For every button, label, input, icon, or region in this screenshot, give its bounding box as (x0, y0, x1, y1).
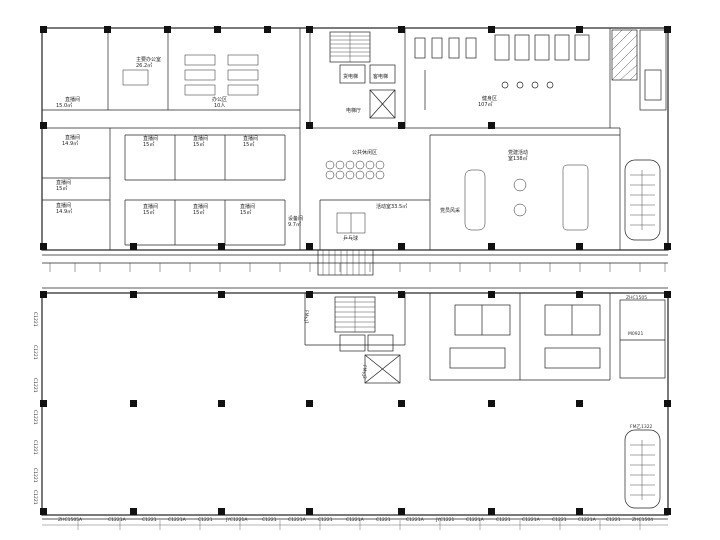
window-label: C1221 (606, 518, 621, 523)
window-label: C1221 (32, 345, 37, 360)
equipment-room-label: 设备间 (288, 216, 304, 222)
pingpong-label: 乒乓球 (343, 236, 359, 242)
public-lounge-label: 公共休闲区 (352, 150, 378, 156)
live-room-5-area: 15㎡ (193, 142, 205, 148)
window-label: C1221A (168, 518, 186, 523)
live-room-10-area: 15㎡ (56, 186, 68, 192)
lift-a-label: 货电梯 (343, 74, 359, 80)
window-label: C1221 (496, 518, 511, 523)
window-label: C1221 (32, 490, 37, 505)
window-label: C1221A (288, 518, 306, 523)
gym-label: 健身区 (482, 96, 498, 102)
door-tag-zhc3: ZHC1504 (632, 518, 654, 523)
window-label: C1221A (578, 518, 596, 523)
window-label: C1221 (32, 312, 37, 327)
live-room-3-area: 14.9㎡ (56, 209, 73, 215)
live-room-10-label: 直播间 (56, 180, 72, 186)
live-room-7-label: 直播间 (143, 204, 159, 210)
window-label: C1221 (32, 440, 37, 455)
window-label: C1221 (32, 378, 37, 393)
live-room-2-area: 14.9㎡ (62, 141, 79, 147)
elevator-hall-label: 电梯厅 (346, 108, 362, 114)
window-label: C1221A (466, 518, 484, 523)
live-room-8-area: 15㎡ (193, 210, 205, 216)
live-room-1-area: 15.0㎡ (56, 103, 73, 109)
window-label: C1221A (346, 518, 364, 523)
lift-b-label: 客电梯 (373, 74, 389, 80)
window-label: C1221 (318, 518, 333, 523)
live-room-4-area: 15㎡ (143, 142, 155, 148)
window-label: C1221A (108, 518, 126, 523)
window-label: C1221A (522, 518, 540, 523)
equipment-room-area: 9.7㎡ (288, 222, 301, 228)
window-label: C1221 (142, 518, 157, 523)
open-office-label: 办公区 (212, 97, 228, 103)
live-room-5-label: 直播间 (193, 136, 209, 142)
door-tag-fm3: FM乙1322 (630, 425, 653, 430)
live-room-7-area: 15㎡ (143, 210, 155, 216)
door-tag-m0921: M0921 (628, 332, 644, 337)
gym-area: 107㎡ (478, 102, 493, 108)
live-room-4-label: 直播间 (143, 136, 159, 142)
window-label: C1221 (262, 518, 277, 523)
window-label: C1221 (376, 518, 391, 523)
window-label: C1221 (198, 518, 213, 523)
reading-corner-label: 党员风采 (440, 208, 461, 214)
activity-room-label: 活动室33.5㎡ (376, 204, 408, 210)
live-room-6-area: 15㎡ (243, 142, 255, 148)
window-label: C1221 (32, 468, 37, 483)
live-room-3-label: 直播间 (56, 203, 72, 209)
president-office-label: 主要办公室 (136, 57, 162, 63)
window-label: JYC1221A (226, 518, 248, 523)
door-tag-fm1: FM乙1 (303, 310, 308, 324)
door-tag-zhc2: ZHC1505A (58, 518, 83, 523)
president-office-area: 26.2㎡ (136, 63, 153, 69)
door-tag-zhc1: ZHC1505 (626, 296, 648, 301)
window-label: C1221 (32, 410, 37, 425)
live-room-9-label: 直播间 (240, 204, 256, 210)
window-label: C1221A (406, 518, 424, 523)
live-room-1-label: 直播间 (65, 97, 81, 103)
live-room-2-label: 直播间 (65, 135, 81, 141)
party-activity-label: 党建活动 (508, 150, 529, 156)
window-label: JYC1221 (436, 518, 455, 523)
open-office-count: 10人 (214, 103, 226, 109)
party-activity-area: 室138㎡ (508, 156, 528, 162)
window-label: C1221 (552, 518, 567, 523)
live-room-6-label: 直播间 (243, 136, 259, 142)
door-tag-fm2: FM乙2 (361, 365, 366, 379)
live-room-8-label: 直播间 (193, 204, 209, 210)
live-room-9-area: 15㎡ (240, 210, 252, 216)
